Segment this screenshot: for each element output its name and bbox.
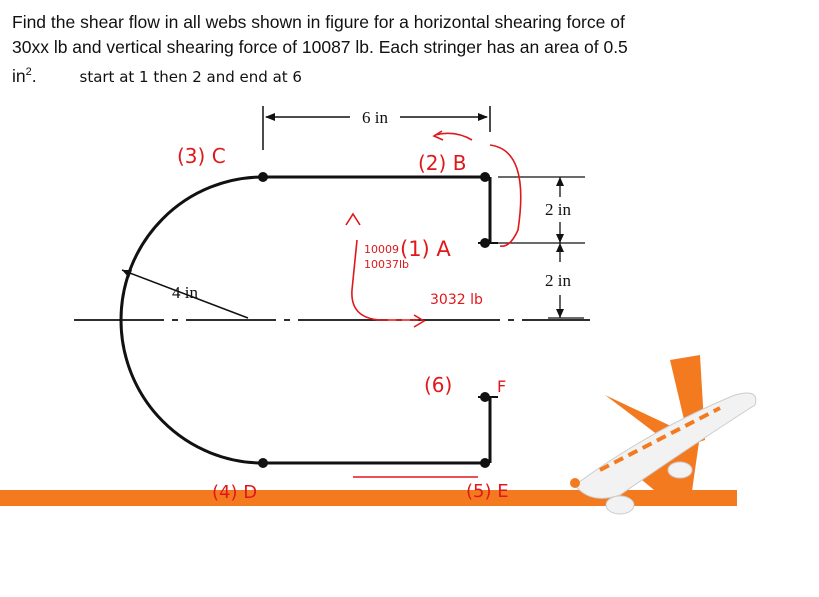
dim-6in-arrow-left — [265, 113, 275, 121]
label-b: (2) B — [418, 151, 466, 175]
label-a: (1) A — [400, 237, 451, 261]
dim-upper-arrow-bottom — [556, 234, 564, 243]
label-f-letter: F — [497, 377, 506, 396]
stringer-b — [480, 172, 490, 182]
problem-line-1: Find the shear flow in all webs shown in… — [12, 12, 625, 32]
note-3032: 3032 lb — [430, 292, 483, 308]
stringer-d — [258, 458, 268, 468]
problem-period: . — [31, 65, 37, 86]
stringer-f — [480, 392, 490, 402]
label-e: (5) E — [466, 481, 509, 502]
note-line-2: 10037lb — [364, 258, 409, 271]
problem-statement: Find the shear flow in all webs shown in… — [12, 10, 732, 90]
note-line-1: 10009 — [364, 243, 399, 256]
hand-arrowhead-top — [432, 130, 444, 141]
hand-arrowhead-right — [413, 314, 426, 328]
handwritten-labels: (3) C (2) B (1) A 10009 10037lb 3032 lb … — [177, 144, 509, 503]
radius-arrow — [122, 270, 132, 278]
problem-unit-exponent: 2 — [25, 66, 32, 78]
section-web — [119, 175, 490, 465]
dim-6in-label: 6 in — [362, 108, 388, 127]
label-f: (6) — [424, 373, 452, 397]
radius-line — [121, 269, 249, 319]
handwritten-arrows — [345, 130, 522, 478]
dim-upper-label: 2 in — [545, 200, 571, 219]
stringer-e — [480, 458, 490, 468]
hand-curve-right — [489, 144, 522, 247]
dim-lower-label: 2 in — [545, 271, 571, 290]
hand-path-left — [351, 239, 418, 321]
dim-6in-arrow-right — [478, 113, 488, 121]
hand-arrowhead-up — [345, 212, 361, 226]
hand-arrow-top — [434, 132, 473, 141]
stringer-c — [258, 172, 268, 182]
problem-hint: start at 1 then 2 and end at 6 — [79, 67, 302, 86]
banner-bar — [0, 490, 737, 506]
airplane-icon — [570, 355, 757, 515]
dim-lower-arrow-top — [556, 243, 564, 252]
label-d: (4) D — [212, 482, 257, 503]
radius-label: 4 in — [172, 283, 198, 302]
dim-upper-arrow-top — [556, 177, 564, 186]
problem-line-2: 30xx lb and vertical shearing force of 1… — [12, 37, 628, 57]
problem-unit: in — [12, 65, 26, 86]
stringer-a — [480, 238, 490, 248]
dim-lower-arrow-bottom — [556, 309, 564, 318]
label-c: (3) C — [177, 144, 226, 168]
